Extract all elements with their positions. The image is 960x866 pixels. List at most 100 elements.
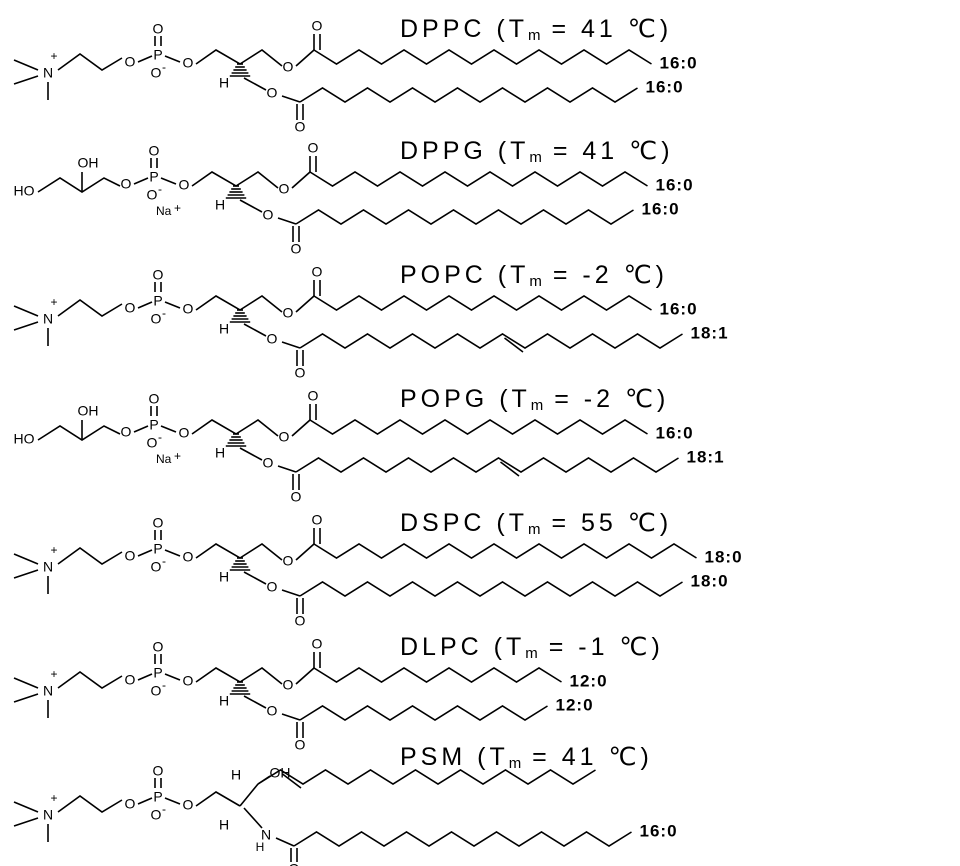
carbonyl-bond (295, 543, 315, 561)
lipid-title: DPPG (Tm = 41 ℃) (400, 137, 674, 166)
carbonyl-oxygen: O (291, 241, 302, 257)
carbonyl-bond (295, 667, 315, 685)
methyl-bond (13, 677, 39, 689)
plus-charge: + (50, 49, 57, 63)
sphingosine-chain (257, 769, 596, 785)
carbonyl-oxygen: O (308, 388, 319, 404)
sn1-oxygen: O (283, 553, 294, 569)
glycerol-oxygen: O (183, 549, 194, 565)
ester-oxygen: O (125, 54, 136, 70)
ester-bond (281, 589, 301, 597)
phosphate-oxygen: O (147, 187, 158, 203)
acyl-chain-sn2 (295, 457, 679, 473)
hydrogen-atom: H (219, 569, 229, 585)
sn1-oxygen: O (283, 59, 294, 75)
c2-hydrogen: H (219, 817, 229, 833)
carbonyl-oxygen: O (312, 512, 323, 528)
sodium-ion: Na (156, 452, 172, 466)
methyl-bond (13, 817, 39, 827)
ethyl-chain (57, 299, 123, 317)
acyl-chain-sn2 (299, 581, 683, 597)
p-bond (164, 549, 181, 557)
carbonyl-bond (295, 49, 315, 67)
sn2-bond (243, 571, 267, 585)
carbonyl-oxygen: O (295, 613, 306, 629)
methyl-bond (13, 305, 39, 317)
p-bond (160, 177, 177, 185)
phosphoryl-oxygen: O (153, 267, 164, 283)
ethyl-chain (57, 53, 123, 71)
acyl-chain-sn2 (299, 333, 683, 349)
hydrogen-atom: H (219, 321, 229, 337)
carbonyl-oxygen: O (312, 18, 323, 34)
amide-bond (243, 807, 263, 829)
lipid-title: DLPC (Tm = -1 ℃) (400, 633, 664, 662)
amide-c-bond (275, 837, 295, 847)
glycerol-oxygen: O (183, 301, 194, 317)
ester-bond (281, 95, 301, 103)
c3-hydrogen: H (231, 767, 241, 783)
sn2-oxygen: O (267, 579, 278, 595)
lipid-name: PSM (400, 743, 477, 771)
p-bond (137, 673, 153, 681)
carbonyl-oxygen: O (312, 636, 323, 652)
hydroxyl-left: HO (14, 183, 35, 199)
sn2-bond (239, 199, 263, 213)
chain-label-sn2: 12:0 (556, 695, 594, 714)
chain-label-sn1: 18:0 (705, 547, 743, 566)
minus-charge: - (162, 802, 166, 816)
hydroxyl-left: HO (14, 431, 35, 447)
carbonyl-oxygen: O (308, 140, 319, 156)
chain-label-sn1: 16:0 (660, 53, 698, 72)
sodium-ion: Na (156, 204, 172, 218)
plus-charge: + (50, 791, 57, 805)
p-bond (164, 301, 181, 309)
sn1-oxygen: O (283, 677, 294, 693)
carbonyl-oxygen: O (295, 365, 306, 381)
carbonyl-oxygen: O (291, 489, 302, 505)
sn2-bond (243, 77, 267, 91)
p-bond (137, 301, 153, 309)
phosphate-oxygen: O (147, 435, 158, 451)
acyl-chain-sn1 (313, 295, 652, 311)
carbonyl-bond (291, 419, 311, 437)
acyl-chain-sn1 (313, 543, 697, 559)
ethyl-chain (57, 671, 123, 689)
plus-charge: + (50, 667, 57, 681)
sodium-charge: + (174, 201, 181, 215)
glycerol-oxygen: O (179, 177, 190, 193)
ester-oxygen: O (121, 424, 132, 440)
lipid-title: POPC (Tm = -2 ℃) (400, 261, 668, 290)
hydrogen-atom: H (215, 197, 225, 213)
minus-charge: - (158, 430, 162, 444)
p-bond (164, 797, 181, 805)
trans-double-bond (282, 773, 302, 789)
ester-bond (277, 465, 297, 473)
sodium-charge: + (174, 449, 181, 463)
plus-charge: + (50, 295, 57, 309)
lipid-title: PSM (Tm = 41 ℃) (400, 743, 653, 772)
ester-oxygen: O (125, 300, 136, 316)
methyl-bond (13, 569, 39, 579)
cis-double-bond (500, 461, 520, 477)
carbonyl-oxygen: O (289, 861, 300, 866)
ester-oxygen: O (125, 548, 136, 564)
methyl-bond (13, 321, 39, 331)
minus-charge: - (158, 182, 162, 196)
carbonyl-bond (295, 295, 315, 313)
methyl-bond (13, 801, 39, 813)
phosphorus-atom: P (149, 417, 158, 433)
ethyl-chain (57, 547, 123, 565)
phosphoryl-oxygen: O (153, 639, 164, 655)
phosphorus-atom: P (149, 169, 158, 185)
phosphoryl-oxygen: O (149, 143, 160, 159)
chain-label-sn1: 16:0 (656, 423, 694, 442)
phosphate-oxygen: O (151, 807, 162, 823)
sn2-bond (243, 323, 267, 337)
sn2-oxygen: O (263, 207, 274, 223)
chain-label-sn2: 16:0 (646, 77, 684, 96)
